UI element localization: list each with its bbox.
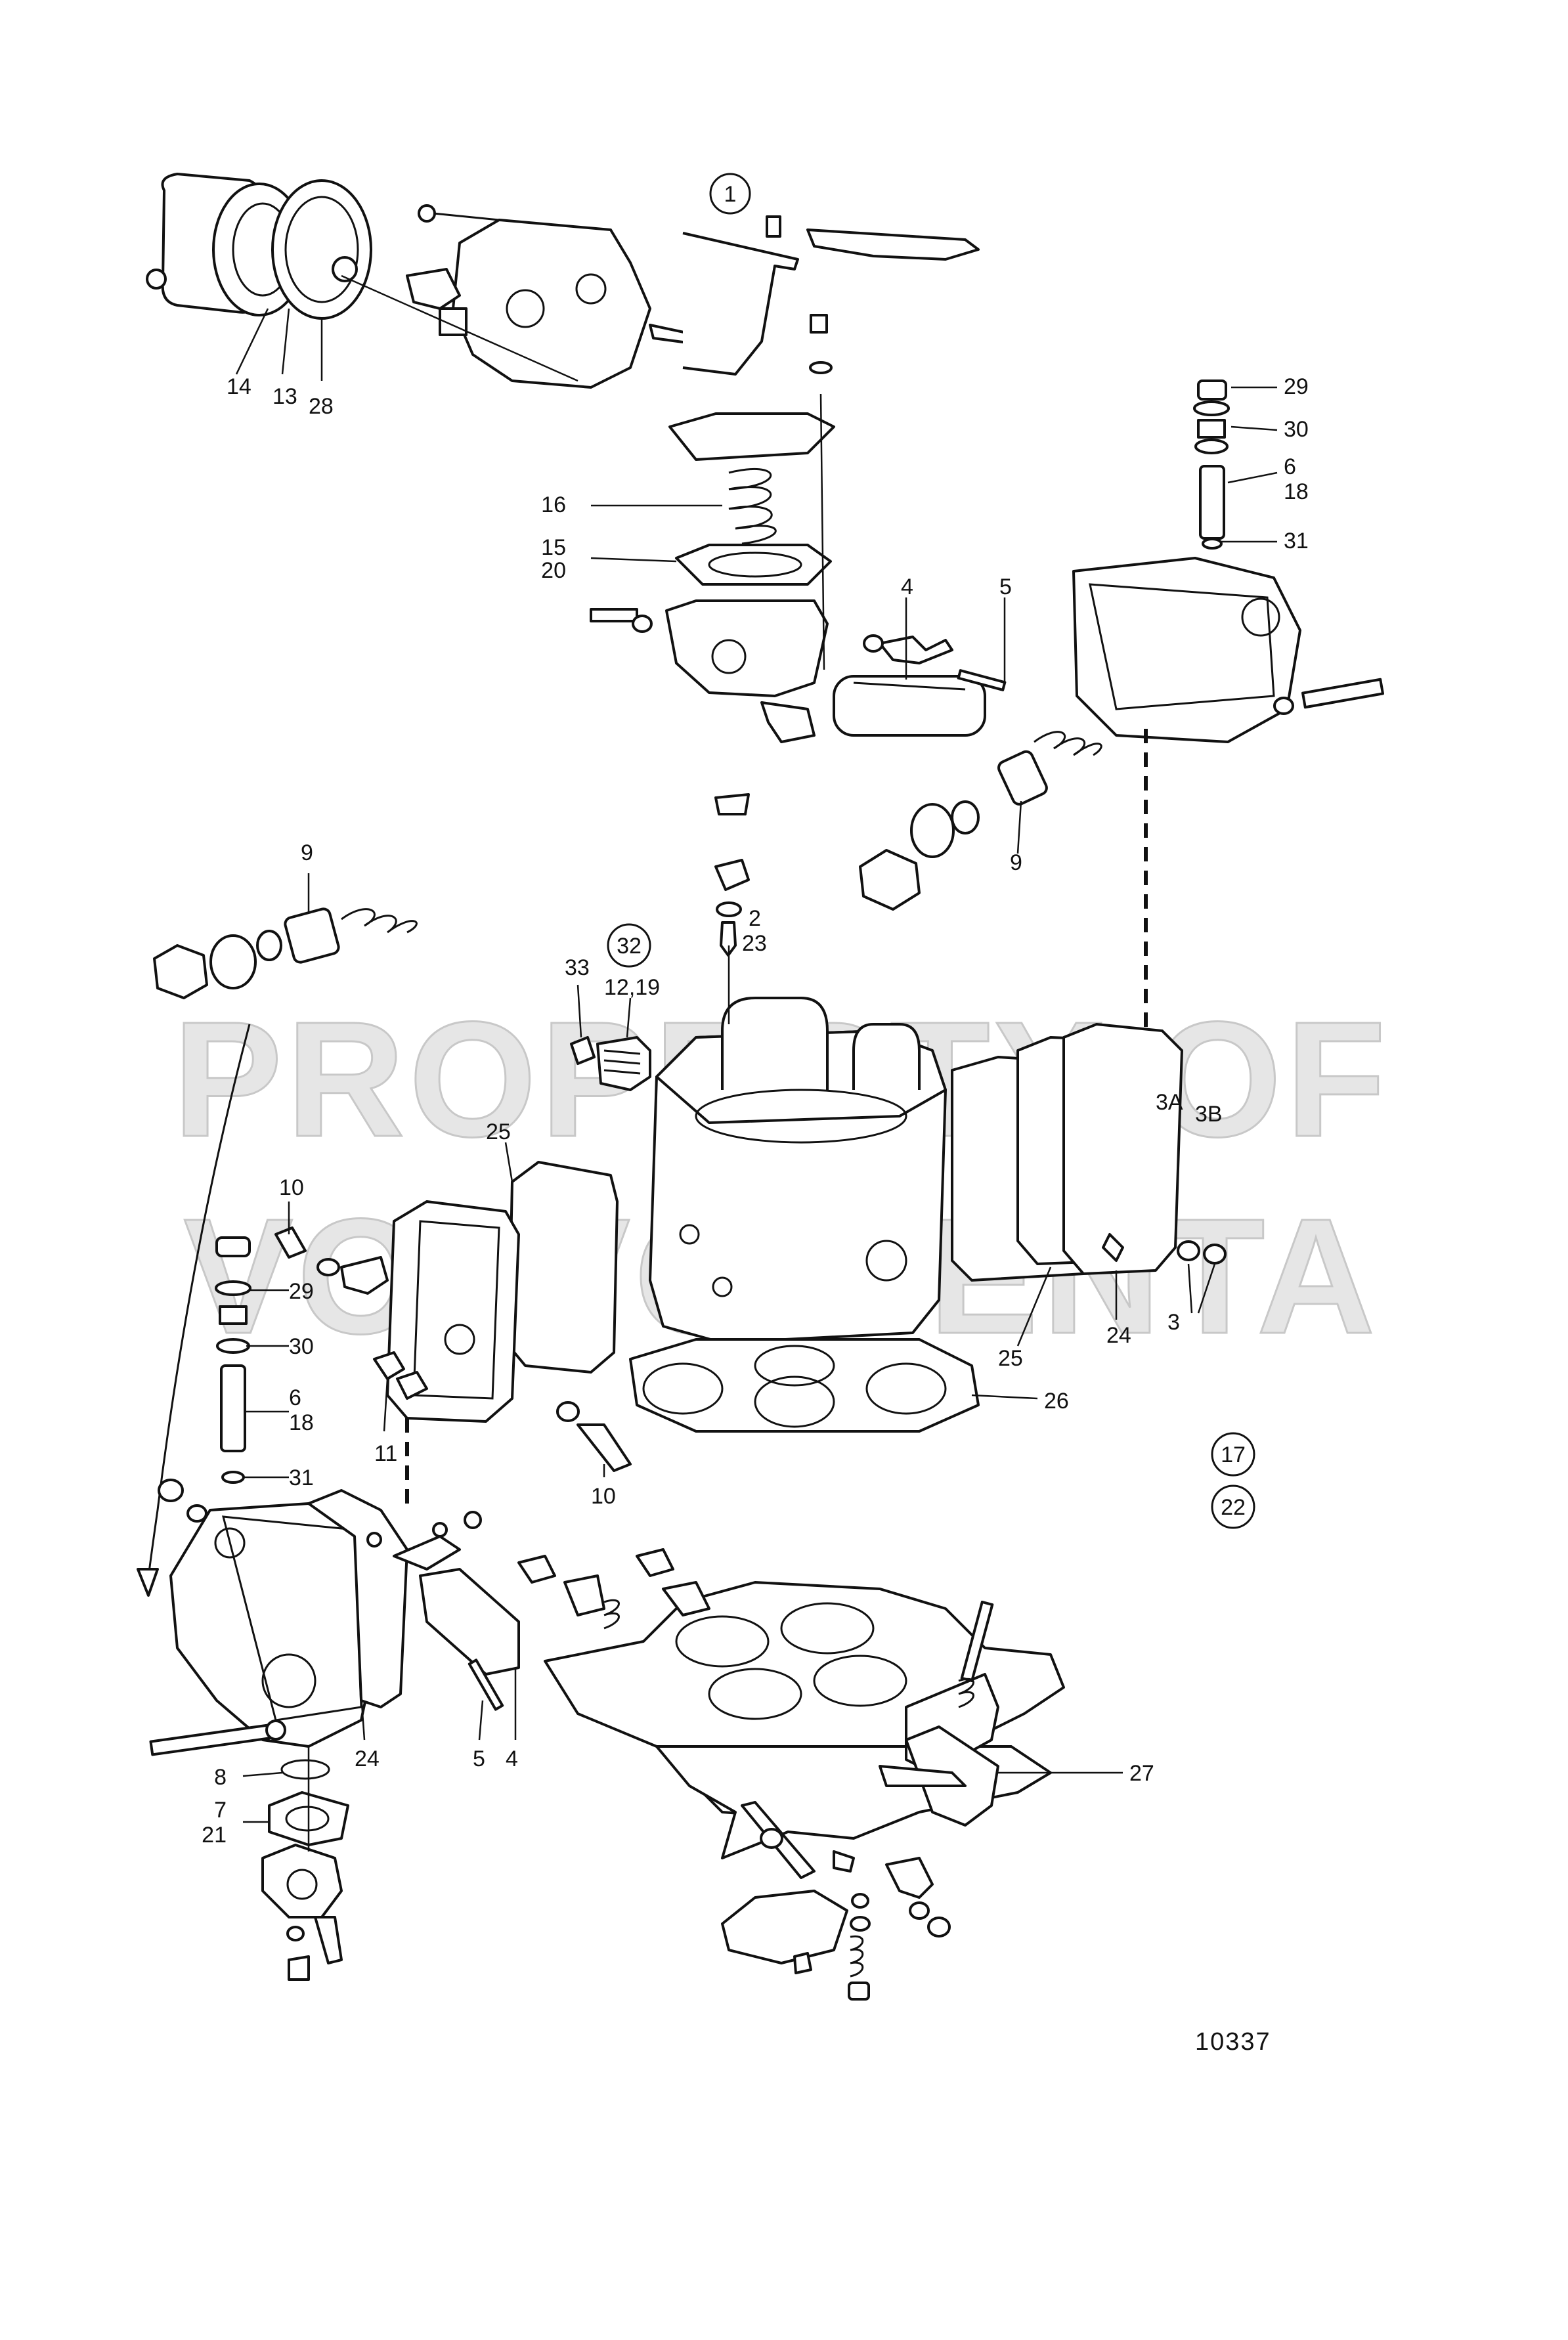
svg-text:22: 22: [1221, 1495, 1246, 1520]
circled-callout-17: 17: [1211, 1432, 1255, 1477]
callout-6-left: 6: [289, 1385, 301, 1410]
throttle-plate: [721, 1890, 848, 1964]
callout-25-left: 25: [486, 1119, 511, 1144]
callout-16: 16: [541, 492, 566, 517]
svg-text:1: 1: [724, 182, 737, 207]
callout-8: 8: [214, 1765, 227, 1790]
pump-check-9-left: [284, 907, 340, 964]
power-valve-12-19: [596, 1036, 651, 1091]
bowl-plug-left: [153, 944, 208, 999]
spring-9-right: [1034, 731, 1102, 756]
diaphragm-15-20: [675, 544, 832, 586]
spring-16: [728, 467, 777, 545]
choke-housing-body: [452, 219, 651, 389]
callout-30-right: 30: [1284, 417, 1309, 442]
float-pin-5-bottom: [468, 1658, 504, 1711]
svg-text:32: 32: [617, 934, 642, 959]
callout-6-right: 6: [1284, 454, 1296, 479]
callout-13: 13: [272, 384, 297, 409]
callout-30-left: 30: [289, 1334, 314, 1359]
callout-29-right: 29: [1284, 374, 1309, 399]
callout-3A: 3A: [1156, 1090, 1183, 1115]
left-pump-check-assembly: [137, 873, 418, 1597]
callout-28: 28: [309, 394, 334, 419]
primary-fuel-bowl-assembly: [833, 379, 1384, 1254]
vacuum-break-base: [665, 599, 829, 697]
callout-9-right: 9: [1010, 850, 1022, 875]
choke-ring-28: [271, 179, 372, 320]
choke-rod: [682, 232, 799, 376]
gasket-24-right: [1062, 1023, 1183, 1275]
callout-31-left: 31: [289, 1465, 314, 1490]
float-pin-5-top: [957, 669, 1007, 691]
diaphragm-cover: [668, 412, 835, 461]
needle-seat-6-18-right: [1199, 465, 1225, 540]
callout-31-right: 31: [1284, 529, 1309, 553]
callout-7: 7: [214, 1798, 227, 1823]
needle-seat-6-18-left: [220, 1364, 246, 1452]
callout-2: 2: [749, 906, 761, 931]
callout-24-right: 24: [1106, 1323, 1131, 1348]
callout-5-bottom: 5: [473, 1746, 485, 1771]
circled-callout-1: 1: [709, 173, 751, 215]
callout-labels: 14 13 28 16 15 20 4 5 29 30 6 18 31 9 9 …: [202, 374, 1309, 1848]
callout-4-bottom: 4: [506, 1746, 518, 1771]
spring-9-left: [341, 908, 418, 934]
pump-cover: [261, 1844, 343, 1918]
choke-plate: [806, 228, 980, 261]
callout-18-right: 18: [1284, 479, 1309, 504]
throttle-body-assembly: [517, 1548, 1123, 2001]
screw-11-b: [396, 1371, 428, 1400]
callout-26: 26: [1044, 1389, 1069, 1414]
pump-check-9-right: [997, 750, 1048, 806]
callout-10-top: 10: [279, 1175, 304, 1200]
figure-number: 10337: [1195, 2028, 1271, 2056]
callout-15: 15: [541, 535, 566, 560]
main-body-assembly: [386, 793, 1227, 1433]
callout-9-left: 9: [301, 840, 313, 865]
screw-10-bottom: [577, 1423, 632, 1472]
callout-3: 3: [1167, 1310, 1180, 1335]
callout-21: 21: [202, 1823, 227, 1848]
secondary-fuel-bowl-assembly: [149, 1479, 520, 1981]
circled-callout-22: 22: [1211, 1484, 1255, 1529]
callout-27: 27: [1129, 1761, 1154, 1786]
float-4-top: [833, 675, 986, 737]
callout-20: 20: [541, 558, 566, 583]
circled-callouts: 1 32 17 22: [607, 173, 1255, 1529]
choke-housing-assembly: [146, 173, 980, 389]
callout-10-bottom: 10: [591, 1484, 616, 1509]
needle-2-23: [720, 921, 737, 957]
gasket-24-left: [307, 1489, 408, 1708]
callout-29-left: 29: [289, 1279, 314, 1304]
callout-4-top: 4: [901, 574, 913, 599]
callout-24-left: 24: [355, 1746, 380, 1771]
callout-3B: 3B: [1195, 1102, 1223, 1127]
svg-text:17: 17: [1221, 1442, 1246, 1467]
callout-12-19: 12,19: [604, 975, 660, 1000]
left-needle-seat-assembly: [215, 1202, 632, 1504]
gasket-25-left: [508, 1161, 619, 1374]
assembly-arrow: [146, 1024, 251, 1583]
bowl-plug-right: [859, 849, 921, 911]
callout-14: 14: [227, 374, 251, 399]
callout-25-right: 25: [998, 1346, 1023, 1371]
o-ring-8: [280, 1759, 330, 1780]
callout-23: 23: [742, 931, 767, 956]
fuel-bowl-left: [169, 1502, 382, 1748]
gasket-33: [570, 1036, 596, 1065]
screw-10-top: [274, 1226, 307, 1259]
screw-11-a: [373, 1351, 405, 1380]
callout-11: 11: [374, 1441, 397, 1466]
callout-18-left: 18: [289, 1410, 314, 1435]
callout-33: 33: [565, 955, 590, 980]
callout-5-top: 5: [999, 574, 1012, 599]
metering-plate-left: [386, 1200, 520, 1423]
vacuum-break-assembly: [590, 314, 835, 743]
circled-callout-32: 32: [607, 923, 651, 968]
float-4-bottom: [419, 1568, 520, 1676]
